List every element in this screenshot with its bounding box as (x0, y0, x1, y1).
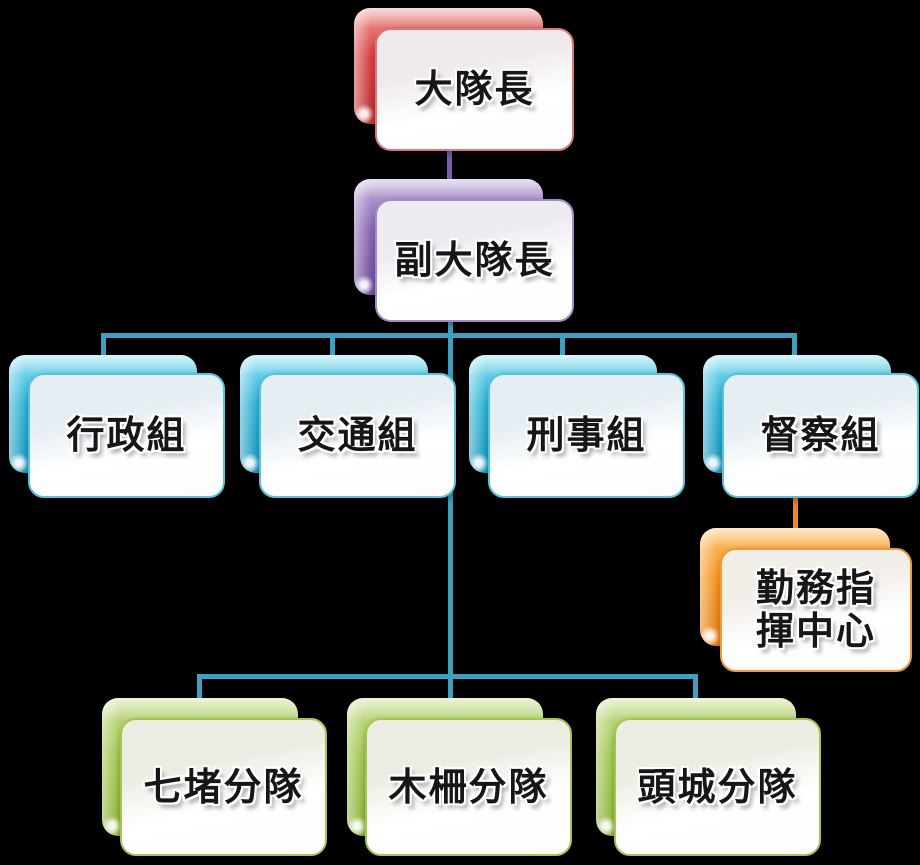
card-front: 頭城分隊 (614, 718, 821, 856)
node-label: 木柵分隊 (388, 764, 549, 809)
card-front: 交通組 (259, 373, 456, 498)
connector-bus-level3 (101, 333, 797, 338)
connector-drop-traffic (330, 333, 335, 358)
connector-drop-toucheng (693, 674, 698, 702)
node-label: 七堵分隊 (143, 764, 304, 809)
card-front: 副大隊長 (375, 199, 574, 322)
card-front: 七堵分隊 (120, 718, 327, 856)
card-front: 行政組 (28, 373, 225, 498)
connector-drop-inspection (792, 333, 797, 358)
card-front: 刑事組 (488, 373, 685, 498)
card-front: 督察組 (722, 373, 919, 498)
connector-bus-level4 (197, 674, 698, 679)
card-front: 勤務指揮中心 (720, 548, 912, 672)
node-label: 督察組 (760, 413, 881, 458)
node-label: 行政組 (66, 413, 187, 458)
connector-center-vertical (448, 312, 453, 702)
node-label: 交通組 (297, 413, 418, 458)
node-label: 勤務指揮中心 (755, 566, 876, 653)
node-label: 刑事組 (526, 413, 647, 458)
connector-inspection-duty (793, 488, 798, 534)
connector-commander-deputy (447, 140, 452, 186)
card-front: 大隊長 (375, 28, 574, 151)
connector-drop-admin (101, 333, 106, 358)
node-label: 頭城分隊 (637, 764, 798, 809)
node-label: 大隊長 (414, 67, 535, 112)
node-label: 副大隊長 (394, 238, 555, 283)
connector-drop-qidu (197, 674, 202, 702)
card-front: 木柵分隊 (365, 718, 572, 856)
connector-drop-criminal (560, 333, 565, 358)
